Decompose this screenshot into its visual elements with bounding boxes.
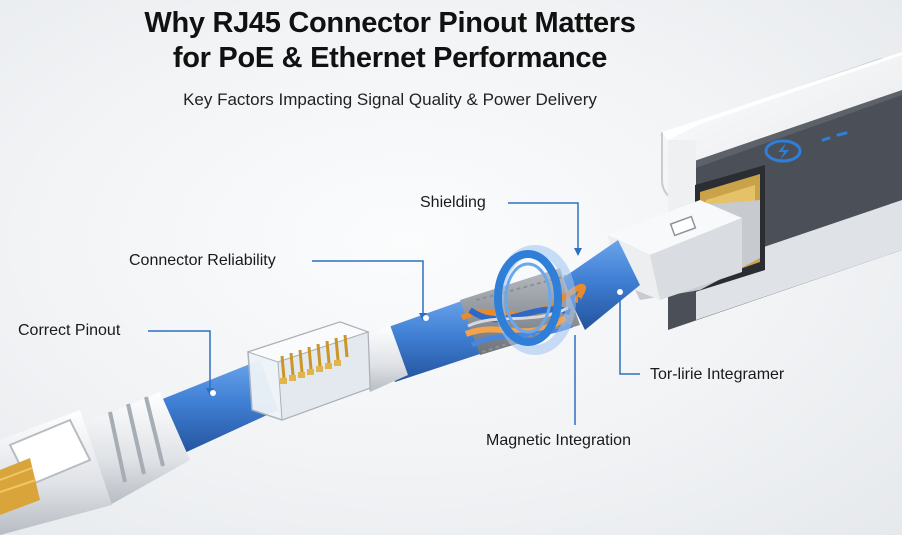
label-connector-reliability: Connector Reliability: [129, 252, 276, 269]
page-subtitle: Key Factors Impacting Signal Quality & P…: [183, 90, 597, 109]
page-title: Why RJ45 Connector Pinout Matters for Po…: [110, 6, 670, 76]
cable-segment-right: [560, 240, 640, 330]
title-line-1: Why RJ45 Connector Pinout Matters: [144, 7, 636, 39]
cable-segment-left: [160, 360, 278, 455]
power-bolt-icon: [764, 131, 848, 163]
magnetic-ring: [494, 245, 576, 355]
callout-line-shielding: [508, 202, 579, 250]
label-correct-pinout: Correct Pinout: [18, 322, 121, 339]
rj45-connector: [246, 321, 371, 421]
label-magnetic-integration: Magnetic Integration: [486, 432, 631, 449]
left-boot: [0, 392, 190, 535]
callout-line-connector-reliability: [312, 260, 424, 315]
callout-line-tor-lirie: [619, 295, 640, 375]
callout-dots: [206, 248, 623, 396]
label-tor-lirie-integramer: Tor-lirie Integramer: [650, 366, 785, 383]
callout-lines: [148, 202, 640, 425]
title-line-2: for PoE & Ethernet Performance: [172, 42, 608, 74]
callout-line-correct-pinout: [148, 330, 211, 390]
label-shielding: Shielding: [420, 194, 486, 211]
